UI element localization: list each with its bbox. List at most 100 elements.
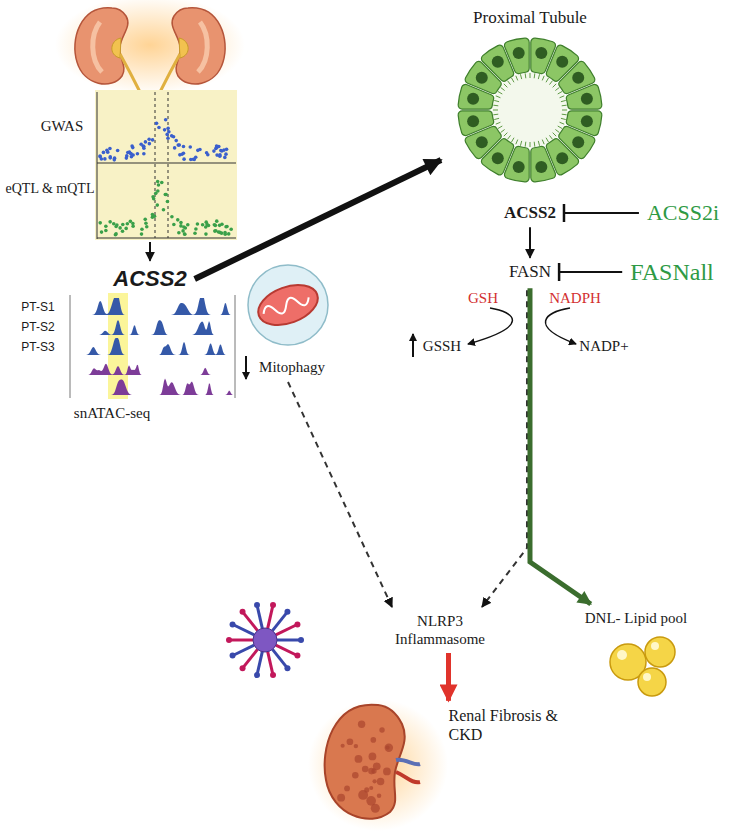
plot-dot	[194, 227, 198, 231]
illustration-part	[253, 628, 277, 652]
fibrosis-spot	[358, 721, 365, 728]
node-text: FASN	[509, 262, 551, 282]
plot-dot	[183, 232, 187, 236]
plot-dot	[204, 220, 208, 224]
association-plots	[95, 90, 237, 240]
inflammasome-bead	[298, 637, 304, 643]
plot-dot	[166, 126, 170, 130]
cell-nucleus	[535, 47, 547, 59]
fibrosis-spot	[341, 744, 345, 748]
inflammasome-icon	[226, 602, 304, 678]
brush-border	[549, 135, 552, 139]
illustration-part	[396, 760, 420, 765]
inflammasome-bead	[254, 672, 260, 678]
inhibition-connector	[559, 271, 622, 273]
illustration-part	[492, 72, 568, 148]
fibrosis-spot	[355, 755, 363, 763]
brush-border	[560, 122, 565, 124]
mitochondrion	[246, 265, 328, 379]
cofactor-arcs	[413, 308, 576, 357]
illustration-part	[308, 699, 448, 831]
illustration-part	[253, 277, 324, 332]
inflammasome-bead	[294, 621, 300, 627]
illustration-part	[95, 90, 237, 240]
plot-dot	[112, 222, 116, 226]
brush-border	[525, 73, 527, 78]
brush-border	[530, 73, 531, 78]
arrow-connector	[288, 382, 392, 607]
plot-dot	[193, 231, 197, 235]
brush-border	[498, 92, 502, 95]
arrow-connector	[482, 290, 527, 607]
plot-dot	[156, 180, 160, 184]
plot-dot	[140, 227, 144, 231]
brush-border	[555, 87, 559, 90]
plot-dot	[125, 154, 129, 158]
node-text: PT-S1	[21, 300, 54, 314]
inflammasome-spoke	[268, 607, 273, 628]
plot-dot	[155, 203, 159, 207]
lipid-droplets	[610, 637, 675, 696]
plot-dot	[170, 215, 174, 219]
illustration-part	[235, 295, 236, 398]
illustration-part	[248, 265, 328, 345]
kidney-pair	[55, 0, 245, 95]
plot-dot	[218, 224, 222, 228]
plot-dot	[144, 221, 148, 225]
plot-dot	[225, 225, 229, 229]
plot-dot	[162, 208, 166, 212]
brush-border	[558, 92, 562, 95]
organelle-illustration: Mitophagy	[232, 258, 356, 380]
node-text: Renal Fibrosis & CKD	[449, 706, 576, 744]
plot-dot	[145, 225, 149, 229]
plot-dot	[118, 226, 122, 230]
illustration-part	[97, 92, 98, 239]
inflammasome-spoke	[244, 613, 258, 630]
molecule-label: GSSH	[423, 338, 461, 355]
illustration-part	[325, 705, 405, 819]
brush-border	[546, 138, 549, 142]
plot-dot	[223, 232, 227, 236]
plot-dot	[155, 122, 159, 126]
brush-border	[520, 74, 521, 79]
inflammasome-spoke	[272, 613, 286, 630]
plot-dot	[224, 152, 228, 156]
brush-border	[501, 87, 505, 90]
cell-nucleus	[513, 161, 525, 173]
inflammasome-spoke	[234, 645, 254, 655]
illustration-part	[120, 54, 140, 92]
illustration-part	[643, 673, 651, 681]
atac-peak	[72, 378, 233, 395]
inflammasome-spoke	[257, 607, 262, 628]
brush-border	[558, 126, 562, 129]
plot-dot	[140, 232, 144, 236]
inflammasome-spoke	[234, 625, 254, 635]
brush-border	[496, 96, 501, 98]
plot-dot	[178, 143, 182, 147]
brush-border	[494, 100, 499, 101]
illustration-part	[617, 650, 627, 660]
brush-border	[493, 110, 498, 111]
plot-dot	[189, 158, 193, 162]
fibrosis-spot	[385, 743, 393, 751]
plot-dot	[181, 229, 185, 233]
plot-dot	[105, 148, 109, 152]
illustration-part	[75, 8, 140, 92]
node-text: Proximal Tubule	[473, 8, 587, 28]
node-text: eQTL & mQTL	[6, 181, 95, 197]
brush-border	[507, 135, 510, 139]
plot-dot	[194, 155, 198, 159]
plot-dot	[213, 229, 217, 233]
illustration-part	[75, 8, 128, 84]
plot-dot	[213, 223, 217, 227]
plot-panel: GWAS	[5, 90, 237, 166]
illustration-part	[168, 92, 169, 238]
plot-dot	[151, 195, 155, 199]
plot-dot	[108, 220, 112, 224]
gene-label: ACSS2	[109, 264, 190, 294]
plot-dot	[182, 157, 186, 161]
inflammasome-bead	[226, 637, 232, 643]
plot-dot	[201, 223, 205, 227]
inflammasome-bead	[270, 672, 276, 678]
plot-dot	[103, 157, 107, 161]
